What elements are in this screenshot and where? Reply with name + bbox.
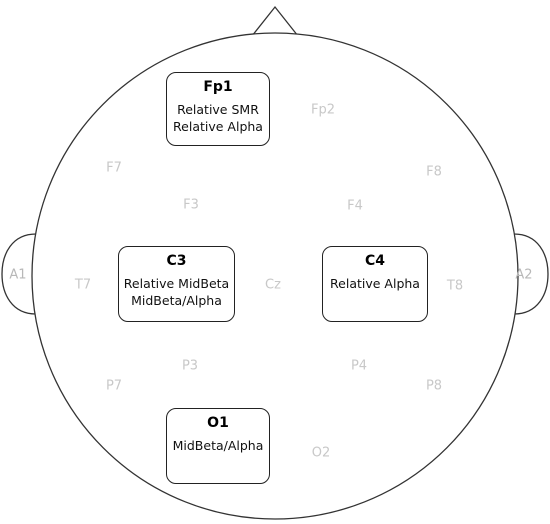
electrode-t8: T8 (446, 278, 464, 294)
electrode-f4: F4 (347, 198, 363, 214)
box-line-fp1-1: Relative SMR (177, 102, 259, 117)
electrode-f7: F7 (106, 160, 122, 176)
electrode-box-c4: C4 Relative Alpha (322, 246, 428, 322)
electrode-fp2: Fp2 (310, 102, 336, 118)
right-ear-shape (513, 233, 549, 315)
electrode-t7: T7 (74, 277, 92, 293)
box-title-c3: C3 (166, 253, 187, 269)
ear-label-a1: A1 (9, 267, 27, 283)
ear-label-a2: A2 (515, 267, 533, 283)
left-ear-shape (1, 233, 37, 315)
electrode-box-c3: C3 Relative MidBeta MidBeta/Alpha (118, 246, 235, 322)
box-line-o1-1: MidBeta/Alpha (172, 438, 264, 453)
box-line-fp1-2: Relative Alpha (173, 119, 263, 134)
box-title-o1: O1 (207, 415, 229, 431)
box-title-c4: C4 (364, 253, 385, 269)
electrode-p3: P3 (181, 358, 199, 374)
electrode-p8: P8 (425, 378, 443, 394)
box-line-c3-1: Relative MidBeta (123, 276, 230, 291)
box-line-c4-1: Relative Alpha (330, 276, 420, 291)
electrode-p7: P7 (105, 378, 123, 394)
head-circle (31, 32, 519, 520)
electrode-o2: O2 (311, 445, 331, 461)
electrode-f3: F3 (183, 197, 199, 213)
electrode-box-fp1: Fp1 Relative SMR Relative Alpha (166, 72, 270, 146)
electrode-cz: Cz (265, 277, 281, 293)
box-title-fp1: Fp1 (203, 79, 233, 95)
electrode-p4: P4 (350, 358, 368, 374)
electrode-f8: F8 (426, 164, 442, 180)
box-line-c3-2: MidBeta/Alpha (131, 293, 222, 308)
electrode-box-o1: O1 MidBeta/Alpha (166, 408, 270, 484)
nose-shape (251, 5, 299, 37)
